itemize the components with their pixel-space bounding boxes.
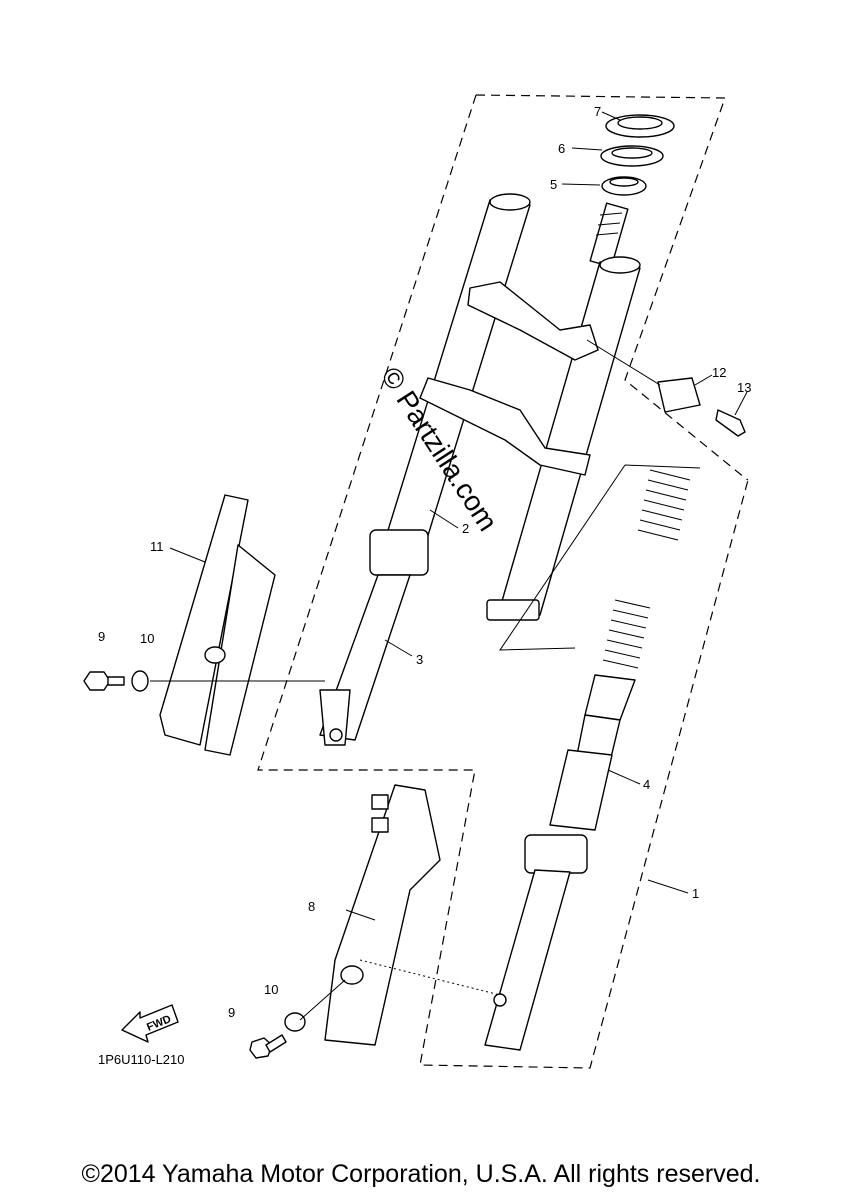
drawing-code: 1P6U110-L210 [98, 1052, 185, 1067]
callout-9-lower: 9 [228, 1005, 235, 1020]
spring-lower[interactable] [602, 599, 651, 669]
fork-outer-tube-left[interactable] [319, 529, 429, 746]
fork-guard-8[interactable] [324, 784, 441, 1046]
callout-8: 8 [308, 899, 315, 914]
assembly-boundary-left [257, 94, 749, 1069]
callout-4: 4 [643, 777, 650, 792]
leader-lines [169, 111, 748, 921]
collar-10-lower[interactable] [284, 1012, 306, 1032]
callout-3: 3 [416, 652, 423, 667]
bearing-race-7[interactable] [605, 114, 675, 138]
assembly-boundary-upper [475, 94, 749, 481]
callout-13: 13 [737, 380, 751, 395]
callout-10-upper: 10 [140, 631, 154, 646]
copyright-notice: ©2014 Yamaha Motor Corporation, U.S.A. A… [81, 1160, 761, 1188]
callout-6: 6 [558, 141, 565, 156]
bearing-race-5[interactable] [601, 176, 647, 196]
dotted-alignment-lines [150, 680, 346, 1021]
bolt-9-lower[interactable] [249, 1034, 287, 1059]
spring-upper[interactable] [637, 469, 691, 541]
callout-2: 2 [462, 521, 469, 536]
callout-1: 1 [692, 886, 699, 901]
callout-5: 5 [550, 177, 557, 192]
dotted-alignment-lower [359, 959, 501, 996]
cable-bracket-12[interactable] [657, 377, 701, 413]
callout-12: 12 [712, 365, 726, 380]
fork-inner-cartridge[interactable] [484, 674, 636, 1051]
fork-guard-11[interactable] [159, 494, 276, 756]
callout-9-upper: 9 [98, 629, 105, 644]
bearing-race-6[interactable] [600, 145, 664, 167]
fwd-arrow-icon: FWD [121, 1004, 179, 1043]
collar-10-upper[interactable] [131, 670, 149, 692]
fork-tube-right[interactable] [486, 256, 641, 621]
spring-outline-box [499, 464, 701, 651]
bolt-13[interactable] [715, 409, 746, 437]
bolt-9-upper[interactable] [83, 671, 125, 691]
callout-11: 11 [150, 539, 164, 554]
under-bracket[interactable] [419, 281, 599, 476]
callout-7: 7 [594, 104, 601, 119]
callout-10-lower: 10 [264, 982, 278, 997]
